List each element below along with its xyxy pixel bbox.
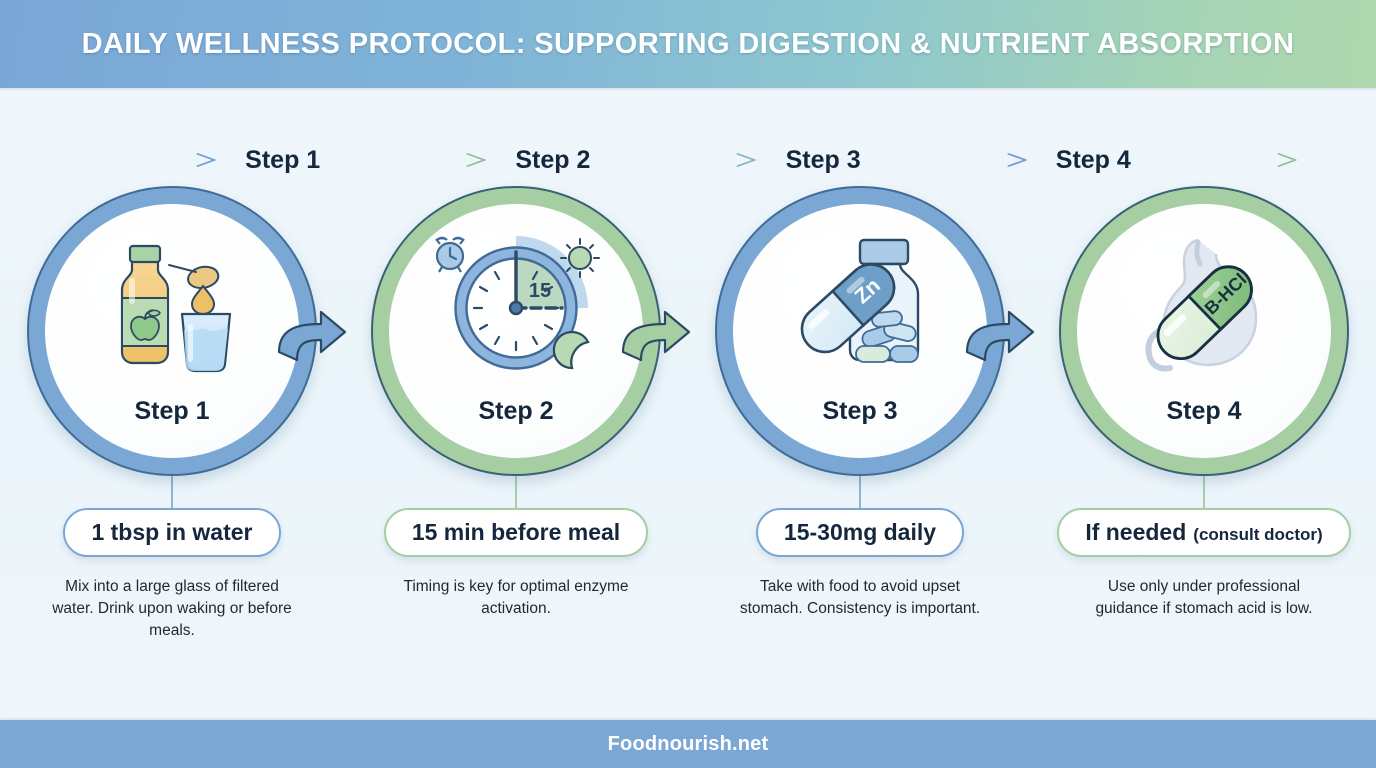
step-2-stem	[515, 476, 517, 508]
steps-container: Step 1 1 tbsp in water Mix into a large …	[0, 186, 1376, 686]
step-card-4[interactable]: B-HCl Step 4 If needed (consult doctor) …	[1032, 186, 1376, 686]
header-banner: DAILY WELLNESS PROTOCOL: SUPPORTING DIGE…	[0, 0, 1376, 88]
step-3-caption: Step 3	[822, 397, 898, 425]
step-1-badge-label: 1 tbsp in water	[91, 519, 253, 545]
step-4-badge[interactable]: If needed (consult doctor)	[1057, 508, 1351, 557]
step-3-inner: Zn Step 3	[733, 204, 987, 458]
step-1-caption: Step 1	[134, 397, 210, 425]
clock-value-text: 15	[529, 280, 551, 302]
step-card-3[interactable]: Zn Step 3 15-30mg daily Take with food t…	[688, 186, 1035, 686]
step-4-caption: Step 4	[1166, 397, 1242, 425]
step-2-badge-label: 15 min before meal	[411, 519, 621, 545]
timeline-arrow-3	[874, 150, 1042, 170]
page-title: DAILY WELLNESS PROTOCOL: SUPPORTING DIGE…	[81, 27, 1295, 60]
step-card-1[interactable]: Step 1 1 tbsp in water Mix into a large …	[0, 186, 347, 686]
step-1-badge[interactable]: 1 tbsp in water	[63, 508, 281, 557]
step-1-description: Mix into a large glass of filtered water…	[52, 578, 292, 639]
timeline-strip: Step 1 Step 2	[0, 134, 1376, 186]
timeline-label-step-4: Step 4	[1055, 145, 1131, 174]
footer-bar: Foodnourish.net	[0, 720, 1376, 768]
step-4-description: Use only under professional guidance if …	[1095, 578, 1313, 617]
step-3-description: Take with food to avoid upset stomach. C…	[739, 578, 981, 617]
vinegar-bottle-and-water-glass-icon	[72, 220, 272, 395]
timeline-label-step-2: Step 2	[515, 145, 591, 174]
timeline-arrow-2	[604, 150, 771, 170]
step-4-inner: B-HCl Step 4	[1077, 204, 1331, 458]
timeline-arrow-4	[1144, 150, 1312, 170]
step-2-description: Timing is key for optimal enzyme activat…	[403, 578, 629, 617]
step-4-stem	[1203, 476, 1205, 508]
step-3-badge[interactable]: 15-30mg daily	[755, 508, 965, 557]
step-2-caption: Step 2	[478, 397, 554, 425]
step-1-circle[interactable]: Step 1	[27, 186, 347, 476]
step-2-circle[interactable]: 15	[371, 186, 691, 476]
step-3-stem	[859, 476, 861, 508]
timeline-arrow-0	[64, 150, 231, 170]
supplement-bottle-capsule-icon: Zn	[760, 220, 960, 395]
clock-timing-icon: 15	[416, 220, 616, 395]
step-3-circle[interactable]: Zn Step 3	[715, 186, 1035, 476]
connector-arrow-2-to-3	[619, 298, 695, 368]
step-4-badge-label: If needed	[1085, 519, 1187, 545]
stomach-capsule-icon: B-HCl	[1104, 220, 1304, 395]
step-1-inner: Step 1	[45, 204, 299, 458]
timeline-label-step-1: Step 1	[245, 145, 321, 174]
connector-arrow-3-to-4	[963, 298, 1039, 368]
step-4-circle[interactable]: B-HCl Step 4	[1059, 186, 1349, 476]
timeline-label-step-3: Step 3	[785, 145, 861, 174]
connector-arrow-1-to-2	[275, 298, 351, 368]
step-3-badge-label: 15-30mg daily	[783, 519, 937, 545]
site-name[interactable]: Foodnourish.net	[607, 732, 769, 755]
step-card-2[interactable]: 15	[344, 186, 691, 686]
step-2-inner: 15	[389, 204, 643, 458]
step-1-stem	[171, 476, 173, 508]
step-4-badge-sublabel: (consult doctor)	[1193, 525, 1323, 544]
timeline-arrow-1	[334, 150, 501, 170]
step-2-badge[interactable]: 15 min before meal	[383, 508, 649, 557]
